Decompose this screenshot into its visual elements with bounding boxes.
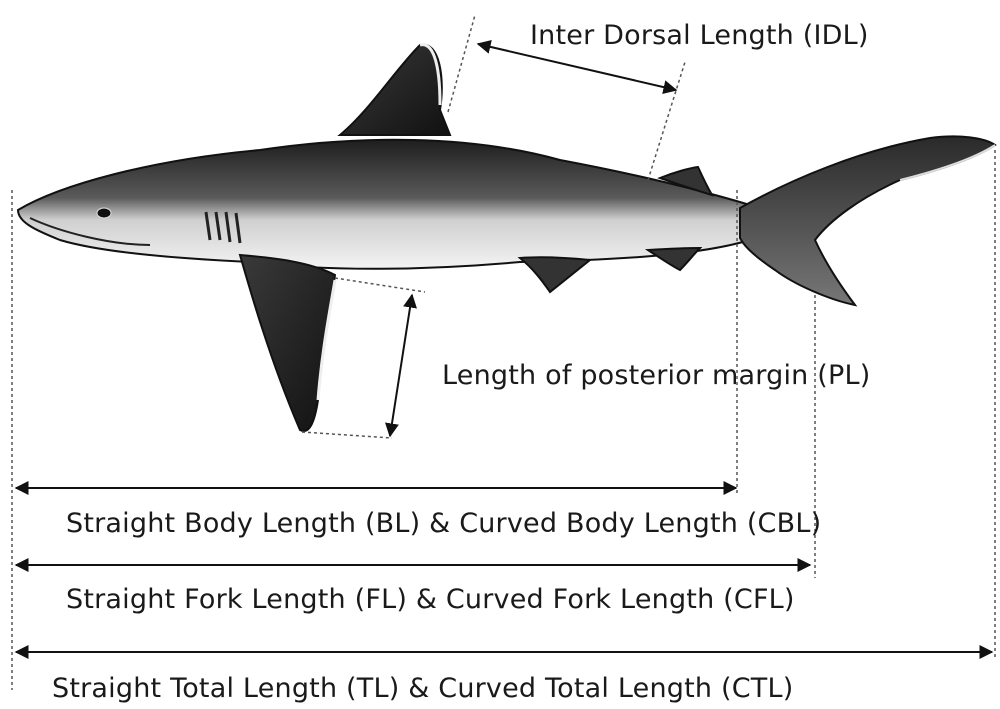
idl-reference-line-first-dorsal <box>448 15 475 112</box>
anal-fin <box>648 248 700 270</box>
idl-label: Inter Dorsal Length (IDL) <box>530 20 869 51</box>
caudal-fin <box>740 136 995 305</box>
pl-reference-line-bottom <box>302 432 392 438</box>
fl-label: Straight Fork Length (FL) & Curved Fork … <box>66 584 795 615</box>
pl-reference-line-top <box>335 278 425 292</box>
pectoral-fin <box>240 255 335 431</box>
idl-reference-line-second-dorsal <box>648 62 685 180</box>
pl-arrow <box>390 295 412 436</box>
eye-shape <box>97 208 111 218</box>
pl-label: Length of posterior margin (PL) <box>442 360 870 391</box>
measurement-arrows <box>16 44 992 652</box>
pelvic-fin <box>520 257 590 292</box>
bl-label: Straight Body Length (BL) & Curved Body … <box>66 508 821 539</box>
tl-label: Straight Total Length (TL) & Curved Tota… <box>52 673 793 704</box>
